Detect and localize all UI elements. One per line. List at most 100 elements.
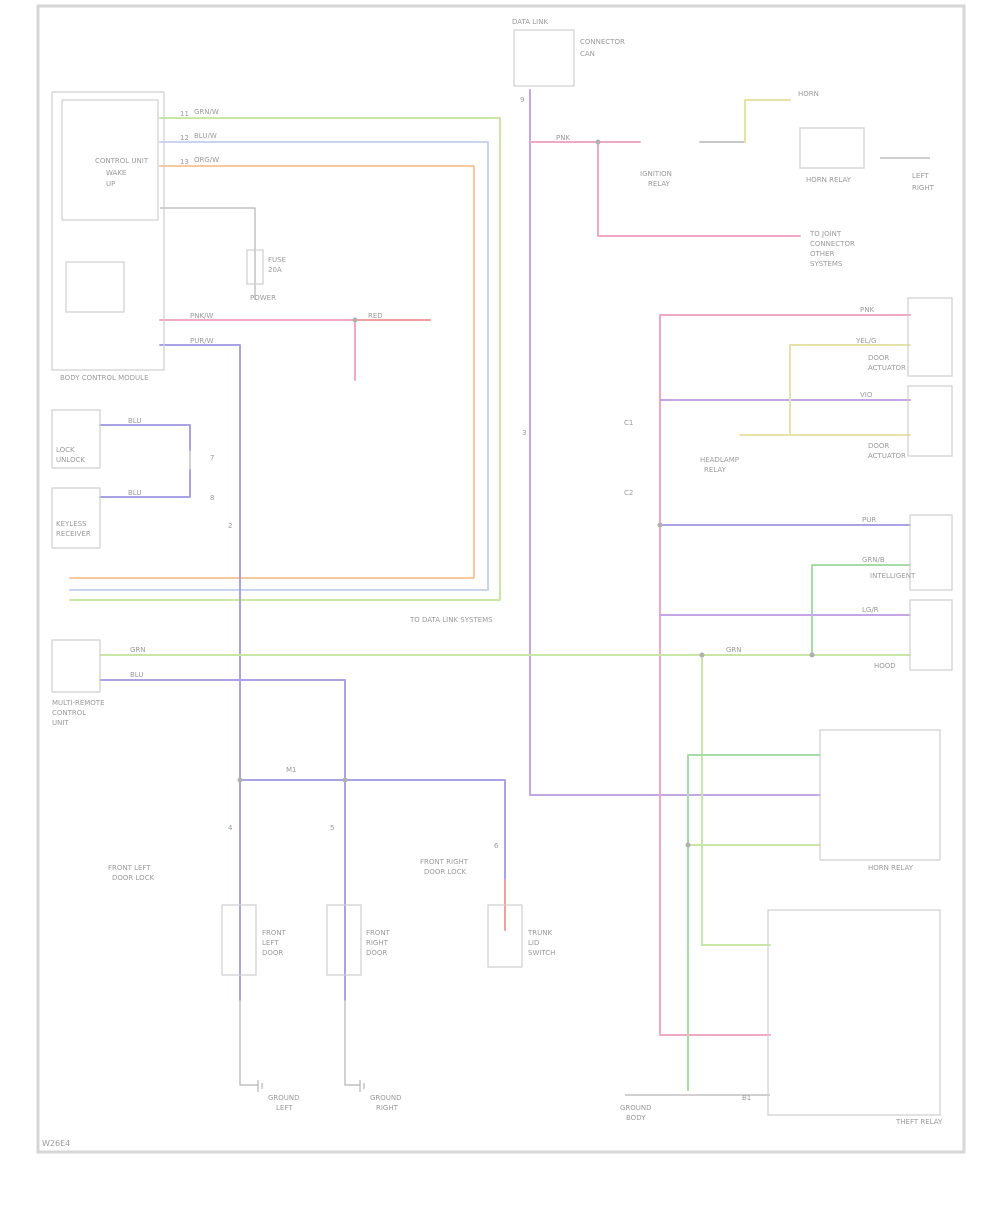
wire-label-pur-right: PUR	[862, 516, 876, 524]
pin-label: 2	[228, 522, 232, 530]
wire-label-grn: GRN/W	[194, 108, 219, 116]
fuse-label-3: POWER	[250, 294, 276, 302]
wire-purple-main	[159, 344, 241, 1001]
pin-label: M1	[286, 766, 297, 774]
wire-label-grnb-right: GRN/B	[862, 556, 885, 564]
wire-pink-right-vertical	[659, 314, 771, 1036]
body-ground-label-2: CONNECTOR	[810, 240, 855, 248]
right-connector-top	[907, 297, 953, 377]
wire-blue-loop	[69, 141, 489, 591]
wire-violet-center	[529, 89, 821, 796]
door-lock-label-4: ACTUATOR	[868, 452, 906, 460]
diagram-frame	[36, 4, 966, 1154]
door-lock-label-1: DOOR	[868, 354, 889, 362]
ground-left-label-2: LEFT	[276, 1104, 293, 1112]
fr-door-label-2: RIGHT	[366, 939, 389, 947]
wire-label-grn-right: GRN	[726, 646, 742, 654]
top-right-relay	[799, 127, 865, 169]
wire-darkgreen-relay	[687, 754, 821, 1091]
splice-node	[595, 139, 601, 145]
pin-label: 8	[210, 494, 214, 502]
wire-green-loop	[69, 117, 501, 601]
wire-yellow-relay	[744, 99, 791, 143]
pin-label: C2	[624, 489, 633, 497]
pin-label: B1	[742, 1094, 751, 1102]
lock-switch-box	[51, 409, 101, 469]
headlamp-relay-label-1: HEADLAMP	[700, 456, 739, 464]
horn-relay-box-label: HORN RELAY	[868, 864, 914, 872]
wire-label-blu: BLU/W	[194, 132, 217, 140]
footer-code: W26E4	[42, 1139, 70, 1148]
splice-node	[809, 652, 815, 658]
receiver-label-2: RECEIVER	[56, 530, 91, 538]
splice-node	[699, 652, 705, 658]
wire-darkgreen-right	[811, 564, 911, 656]
horn-label-2: LEFT	[912, 172, 929, 180]
splice-node	[237, 777, 243, 783]
pin-label: 5	[330, 824, 334, 832]
relay-label-1: HORN RELAY	[806, 176, 852, 184]
pin-11: 11	[180, 110, 189, 118]
bottom-mid-label-1: FRONT RIGHT	[420, 858, 469, 866]
module-inner-bottom	[65, 261, 125, 313]
fr-door-label-1: FRONT	[366, 929, 391, 937]
multi-remote-label-3: UNIT	[52, 719, 69, 727]
trunk-label-2: LID	[528, 939, 539, 947]
trunk-label-3: SWITCH	[528, 949, 555, 957]
splice-node	[657, 522, 663, 528]
data-link-connector	[513, 29, 575, 87]
wire-fuse-down	[160, 207, 256, 300]
front-right-door-switch	[326, 904, 362, 976]
ground-right-label-2: RIGHT	[376, 1104, 399, 1112]
splice-node	[342, 777, 348, 783]
door-lock-label-2: ACTUATOR	[868, 364, 906, 372]
body-ground-label-1: TO JOINT	[809, 230, 842, 238]
fuse-element	[246, 249, 264, 285]
wire-label-org: ORG/W	[194, 156, 219, 164]
wire-label-grn-long: GRN	[130, 646, 146, 654]
module-label-3: UP	[106, 180, 115, 188]
wire-label-vio-right: VIO	[860, 391, 873, 399]
horn-relay-box	[819, 729, 941, 861]
right-connector-bottom	[909, 599, 953, 671]
pin-13: 13	[180, 158, 189, 166]
horn-label-1: HORN	[798, 90, 819, 98]
hood-switch-label: HOOD	[874, 662, 896, 670]
wire-lock-switch	[99, 424, 191, 451]
top-connector-label-3: CAN	[580, 50, 595, 58]
lock-switch-label-2: UNLOCK	[56, 456, 85, 464]
fr-door-label-3: DOOR	[366, 949, 387, 957]
pin-label: 4	[228, 824, 233, 832]
keyless-receiver-box	[51, 487, 101, 549]
pin-12: 12	[180, 134, 189, 142]
wire-pink-branch	[597, 141, 801, 237]
pin-label: 9	[520, 96, 524, 104]
fl-door-label-1: FRONT	[262, 929, 287, 937]
wire-green-relay	[701, 654, 771, 946]
intelligent-key-label: INTELLIGENT	[870, 572, 916, 580]
multi-remote-label-1: MULTI-REMOTE	[52, 699, 105, 707]
wire-label-blu-receiver: BLU	[128, 489, 141, 497]
wire-label-yel-right: YEL/G	[855, 337, 876, 345]
horn-label-3: RIGHT	[912, 184, 935, 192]
wire-label-pnk: PNK/W	[190, 312, 213, 320]
wire-ground-mid	[344, 1000, 360, 1086]
door-lock-label-3: DOOR	[868, 442, 889, 450]
wire-label-pnk-right: PNK	[860, 306, 874, 314]
bottom-left-label-2: DOOR LOCK	[112, 874, 155, 882]
wire-yellow-right	[739, 344, 911, 436]
wire-label-pnk-top: PNK	[556, 134, 570, 142]
wire-receiver	[99, 469, 191, 498]
multi-remote-label-2: CONTROL	[52, 709, 86, 717]
wire-purple-cross	[239, 779, 506, 881]
wire-label-lgr-right: LG/R	[862, 606, 879, 614]
pin-label: 7	[210, 454, 214, 462]
module-label-1: CONTROL UNIT	[95, 157, 149, 165]
bottom-mid-label-2: DOOR LOCK	[424, 868, 467, 876]
wire-purple-lower	[99, 679, 346, 1001]
right-connector-lower	[909, 514, 953, 591]
receiver-label-1: KEYLESS	[56, 520, 87, 528]
theft-relay-box	[767, 909, 941, 1116]
relay-label-3: RELAY	[648, 180, 671, 188]
